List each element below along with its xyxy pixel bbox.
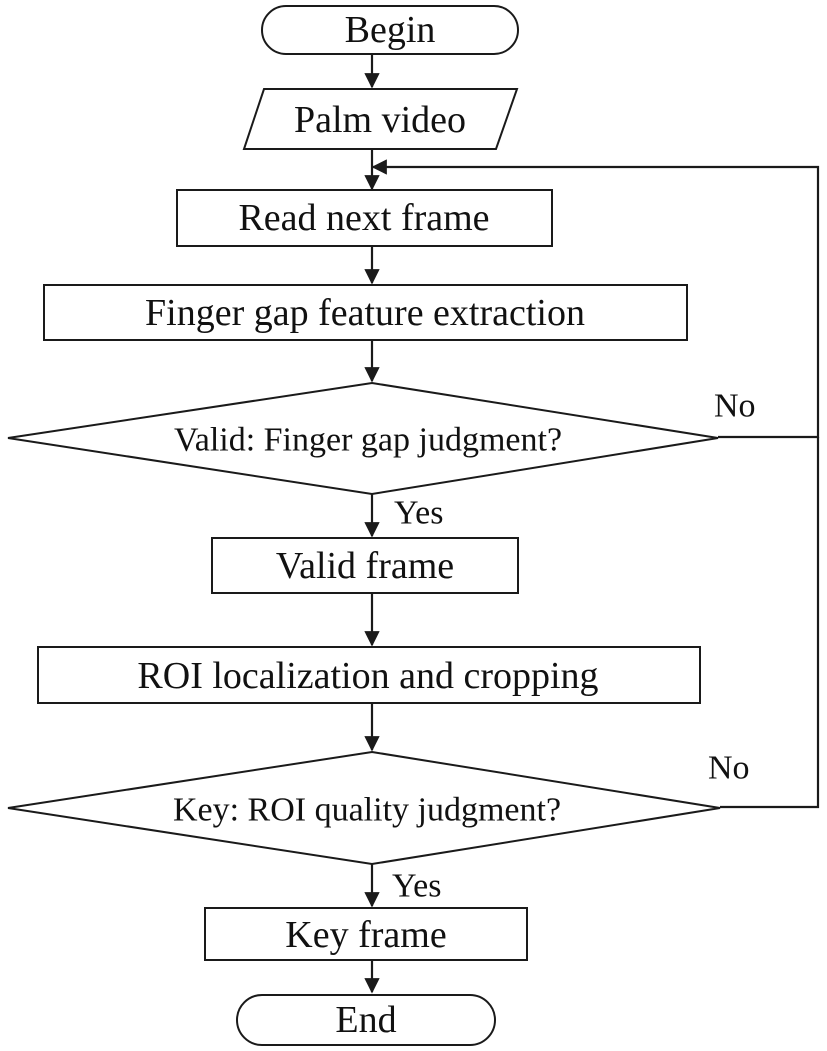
- node-palm-video: Palm video: [242, 88, 519, 150]
- parallelogram-shape: [242, 88, 519, 150]
- valid-no-label: No: [714, 388, 756, 425]
- edge-valid-decision-no-loop: [371, 159, 820, 439]
- roi-localization-label: ROI localization and cropping: [137, 655, 598, 697]
- node-begin: Begin: [261, 5, 519, 55]
- key-yes-label: Yes: [392, 868, 441, 905]
- process-shape: [43, 284, 688, 341]
- begin-label: Begin: [345, 9, 436, 51]
- read-next-frame-label: Read next frame: [238, 197, 489, 239]
- valid-yes-label: Yes: [394, 495, 443, 532]
- node-roi-localization: ROI localization and cropping: [37, 646, 701, 704]
- end-label: End: [335, 999, 396, 1041]
- node-read-next-frame: Read next frame: [176, 189, 553, 247]
- node-key-frame: Key frame: [204, 907, 528, 961]
- finger-gap-extraction-label: Finger gap feature extraction: [145, 292, 585, 334]
- key-no-label: No: [708, 750, 750, 787]
- process-shape: [176, 189, 553, 247]
- process-shape: [37, 646, 701, 704]
- decision-shape: [7, 381, 719, 496]
- node-valid-frame: Valid frame: [211, 537, 519, 594]
- decision-shape: [7, 750, 721, 866]
- key-frame-label: Key frame: [285, 914, 446, 956]
- terminator-shape: [261, 5, 519, 55]
- terminator-shape: [236, 994, 496, 1046]
- process-shape: [204, 907, 528, 961]
- process-shape: [211, 537, 519, 594]
- key-decision-label: Key: ROI quality judgment?: [173, 792, 561, 829]
- valid-decision-label: Valid: Finger gap judgment?: [174, 422, 562, 459]
- node-key-decision: Key: ROI quality judgment?: [7, 750, 721, 866]
- node-end: End: [236, 994, 496, 1046]
- edges: [364, 54, 820, 994]
- node-valid-decision: Valid: Finger gap judgment?: [7, 381, 719, 496]
- palm-video-label: Palm video: [294, 99, 466, 141]
- node-finger-gap-extraction: Finger gap feature extraction: [43, 284, 688, 341]
- valid-frame-label: Valid frame: [276, 545, 454, 587]
- edge-key-decision-no-loop: [720, 437, 820, 809]
